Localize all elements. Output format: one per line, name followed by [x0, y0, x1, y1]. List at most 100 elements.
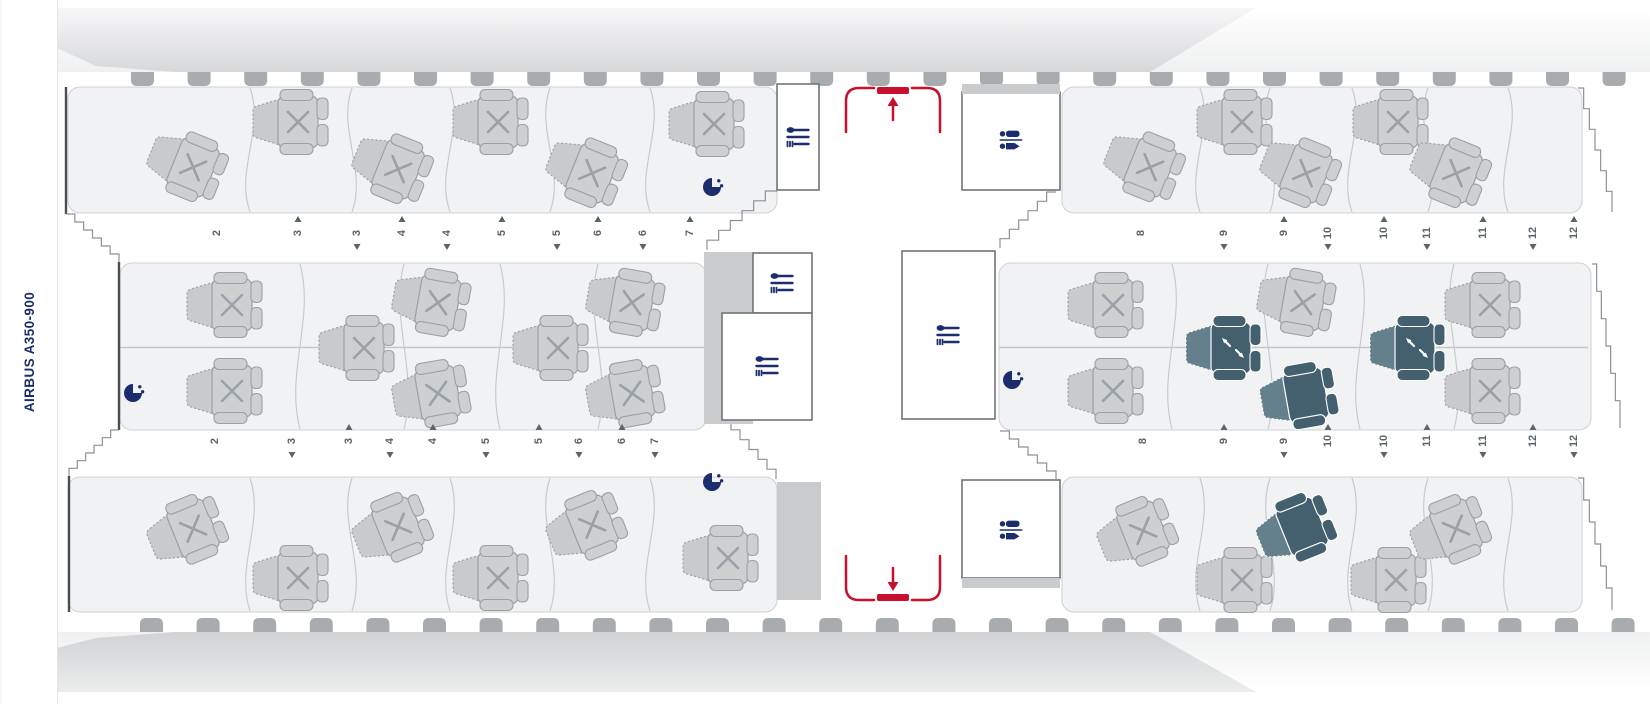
suite-divider — [645, 477, 655, 612]
row-label: 4 — [384, 437, 396, 458]
window-tab — [866, 72, 890, 86]
window-tab — [1206, 72, 1230, 86]
row-label: 4 — [441, 229, 453, 250]
row-label: 6 — [592, 216, 604, 236]
stagger-up-triangle-icon — [398, 216, 406, 222]
galley-filler-bottom — [777, 482, 821, 600]
row-label: 5 — [496, 216, 508, 236]
row-label: 8 — [1137, 438, 1149, 444]
stagger-down-triangle-icon — [288, 452, 296, 458]
row-label: 5 — [551, 230, 563, 250]
utensils-icon — [935, 323, 960, 346]
band-rear-center — [998, 262, 1592, 431]
row-number: 8 — [1135, 230, 1147, 236]
row-number: 3 — [343, 438, 355, 444]
stagger-down-triangle-icon — [1570, 452, 1578, 458]
window-tab — [762, 618, 786, 632]
utensils-icon — [785, 125, 810, 148]
window-tab — [810, 72, 834, 86]
suite-divider — [1355, 263, 1365, 430]
stagger-down-triangle-icon — [1529, 244, 1537, 250]
stagger-down-triangle-icon — [651, 452, 659, 458]
monuments — [124, 83, 1061, 600]
lavatory-bottom-cap — [962, 578, 1060, 588]
suite-divider — [495, 263, 505, 430]
row-number: 10 — [1378, 227, 1390, 239]
row-label: 4 — [427, 424, 439, 444]
row-label: 11 — [1421, 227, 1433, 250]
stagger-down-triangle-icon — [575, 452, 583, 458]
window-tab — [479, 618, 503, 632]
window-tab — [1215, 618, 1239, 632]
window-tab — [1441, 618, 1465, 632]
row-number: 12 — [1568, 435, 1580, 447]
stagger-up-triangle-icon — [1570, 216, 1578, 222]
window-tab — [536, 618, 560, 632]
window-tab — [1272, 618, 1295, 632]
window-tab — [131, 72, 154, 86]
tear-edge — [68, 429, 119, 476]
window-tabs — [131, 72, 1635, 632]
section-tear-edges — [66, 87, 1621, 610]
window-tab — [1432, 72, 1456, 86]
row-number: 5 — [496, 230, 508, 236]
window-tab — [706, 618, 729, 632]
stagger-down-triangle-icon — [443, 244, 451, 250]
window-tab — [1263, 72, 1286, 86]
tear-edge — [722, 419, 777, 479]
stagger-up-triangle-icon — [1380, 216, 1388, 222]
window-tab — [140, 618, 163, 632]
row-number: 10 — [1322, 227, 1334, 239]
stagger-up-triangle-icon — [345, 424, 353, 430]
stagger-up-triangle-icon — [686, 216, 694, 222]
stagger-up-triangle-icon — [1220, 424, 1228, 430]
suite-divider — [1195, 87, 1205, 213]
row-label: 12 — [1568, 216, 1580, 239]
aircraft-type-label: AIRBUS A350-900 — [22, 292, 37, 412]
row-label: 4 — [396, 216, 408, 236]
suite-divider — [1347, 87, 1357, 213]
row-label: 10 — [1322, 424, 1334, 447]
fuselage-bottom-band — [57, 632, 1256, 692]
window-tab — [244, 72, 268, 86]
window-tab — [1602, 72, 1626, 86]
row-label: 9 — [1218, 424, 1230, 444]
row-number: 12 — [1527, 435, 1539, 447]
window-tab — [366, 618, 390, 632]
row-number: 7 — [649, 438, 661, 444]
row-number: 9 — [1218, 438, 1230, 444]
row-label: 3 — [292, 216, 304, 236]
row-number: 9 — [1278, 230, 1290, 236]
window-tab — [753, 72, 777, 86]
window-tab — [1328, 618, 1352, 632]
utensils-icon — [754, 354, 779, 377]
window-tab — [592, 618, 616, 632]
window-tab — [253, 618, 277, 632]
stagger-up-triangle-icon — [535, 424, 543, 430]
stagger-up-triangle-icon — [1324, 424, 1332, 430]
row-number: 9 — [1278, 438, 1290, 444]
suite-divider — [347, 87, 357, 213]
stagger-up-triangle-icon — [1529, 424, 1537, 430]
window-tab — [470, 72, 494, 86]
row-label: 7 — [649, 438, 661, 458]
exit-up-arrow-icon — [887, 97, 899, 122]
row-label: 12 — [1527, 424, 1539, 447]
exit-door-top — [844, 86, 942, 134]
row-number: 4 — [396, 229, 408, 236]
window-tab — [989, 618, 1012, 632]
stagger-down-triangle-icon — [1423, 244, 1431, 250]
stagger-up-triangle-icon — [1423, 424, 1431, 430]
row-label: 3 — [286, 438, 298, 458]
row-number: 6 — [573, 438, 585, 444]
row-label: 5 — [533, 424, 545, 444]
window-tab — [196, 618, 220, 632]
galley-center — [901, 250, 996, 420]
row-number: 9 — [1218, 230, 1230, 236]
tear-edge — [1000, 430, 1057, 479]
front-bulkhead-walls — [64, 87, 121, 612]
suite-divider — [545, 477, 555, 612]
row-label: 9 — [1278, 216, 1290, 236]
window-tab — [187, 72, 211, 86]
